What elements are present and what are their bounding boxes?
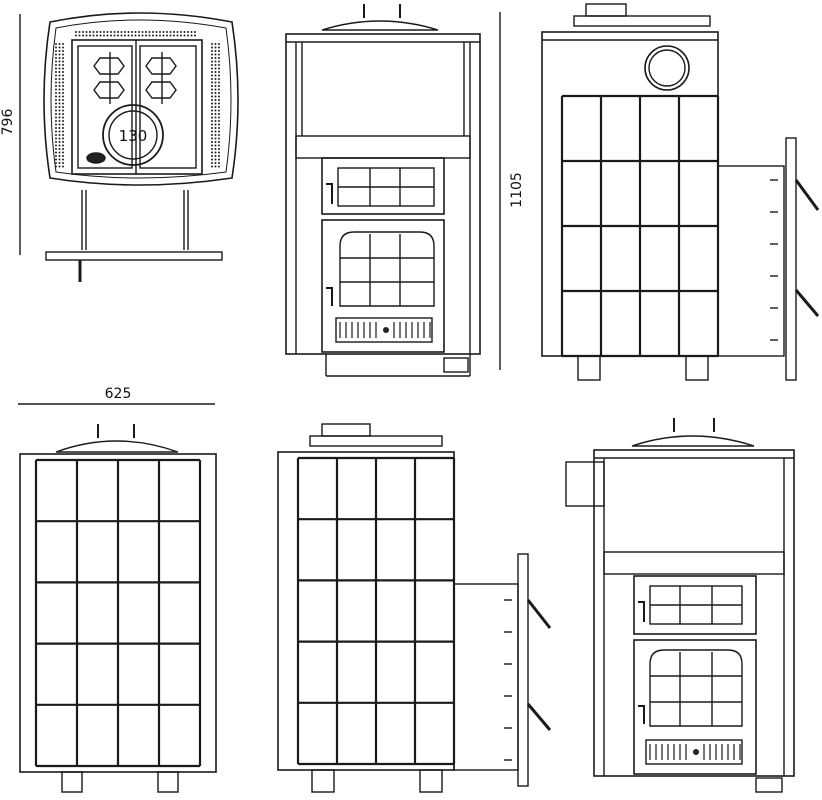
front2-body [593,449,795,777]
front2-lower-door [633,639,757,775]
side1-flue-opening [644,45,690,91]
side1-tile-grid [560,94,720,358]
side2-body [277,451,455,771]
side1-tank-ticks [770,179,778,341]
front-grid-body [19,453,217,773]
front1-body [285,33,481,355]
front-grid-tiles [34,458,202,768]
flue-circle-outer [102,104,164,166]
front1-ash-vents [339,322,431,338]
side2-tank [453,583,519,771]
front2-ash-vents [649,744,741,760]
dimension-label-1105: 1105 [509,172,525,208]
view-front-grid [19,424,217,793]
side1-body [541,31,719,357]
side1-tank [717,165,785,357]
front2-flue-pipe [565,461,605,507]
dimension-width-front: 625 [18,386,215,405]
dimension-height-side: 1105 [499,12,525,370]
view-side-2 [277,423,552,793]
top-view-door-frame [71,39,203,175]
view-front-doors-1 [285,4,481,377]
view-top: 130 [43,12,239,282]
dimension-label-625: 625 [105,386,132,402]
view-front-doors-2 [565,418,795,793]
front1-upper-door [321,157,445,215]
dimension-label-796: 796 [0,109,16,136]
top-view-base-plate [45,251,223,261]
front2-upper-door [633,575,757,635]
top-view-vent-dots [55,31,220,168]
side2-tile-grid [296,456,456,766]
dimension-height-top-view: 796 [0,14,21,255]
side2-tank-ticks [504,599,512,761]
front1-lower-door [321,219,445,353]
view-side-1 [541,3,820,381]
logo-badge [86,152,106,164]
flue-diameter-label: 130 [119,127,148,145]
top-view-outline [43,12,239,186]
